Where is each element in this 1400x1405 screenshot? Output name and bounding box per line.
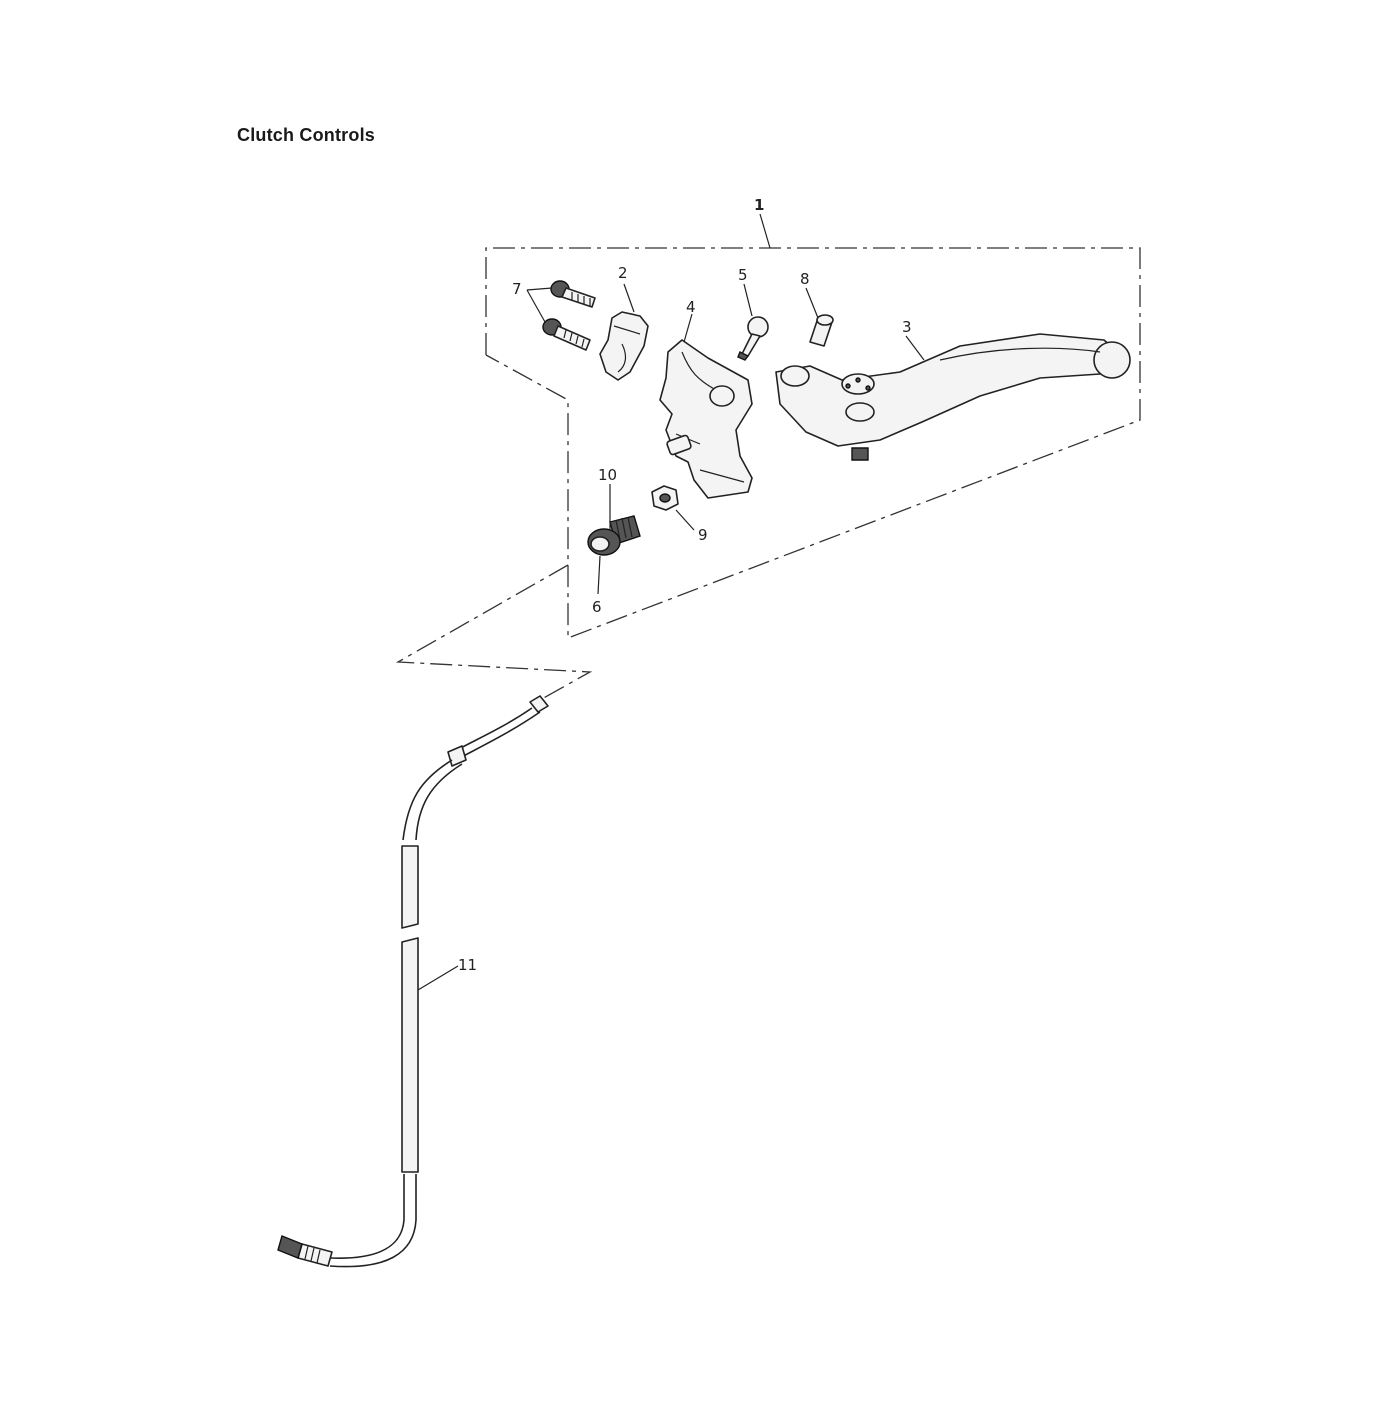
leader-lines <box>417 283 925 991</box>
adjuster-part <box>587 515 641 556</box>
assembly-boundary <box>395 247 1141 701</box>
callout-11: 11 <box>458 956 477 974</box>
callout-3: 3 <box>902 318 912 336</box>
callout-7: 7 <box>512 280 522 298</box>
clutch-cable <box>277 695 549 1268</box>
clutch-lever <box>775 333 1131 461</box>
callout-numbers: 1 2 3 4 5 6 7 8 9 10 11 <box>458 196 912 974</box>
lever-housing <box>659 339 753 499</box>
callout-9: 9 <box>698 526 708 544</box>
callout-1-bracket <box>759 213 771 249</box>
callout-6: 6 <box>592 598 602 616</box>
callout-8: 8 <box>800 270 810 288</box>
callout-2: 2 <box>618 264 628 282</box>
bush-part <box>809 314 834 347</box>
callout-1: 1 <box>754 196 764 214</box>
pivot-bolt <box>737 316 769 361</box>
screw-upper <box>550 280 596 308</box>
clamp-part <box>599 311 649 381</box>
callout-4: 4 <box>686 298 696 316</box>
callout-5: 5 <box>738 266 748 284</box>
diagram-title: Clutch Controls <box>237 125 375 145</box>
screw-lower <box>542 318 591 351</box>
nut-part <box>651 485 679 511</box>
callout-10: 10 <box>598 466 617 484</box>
